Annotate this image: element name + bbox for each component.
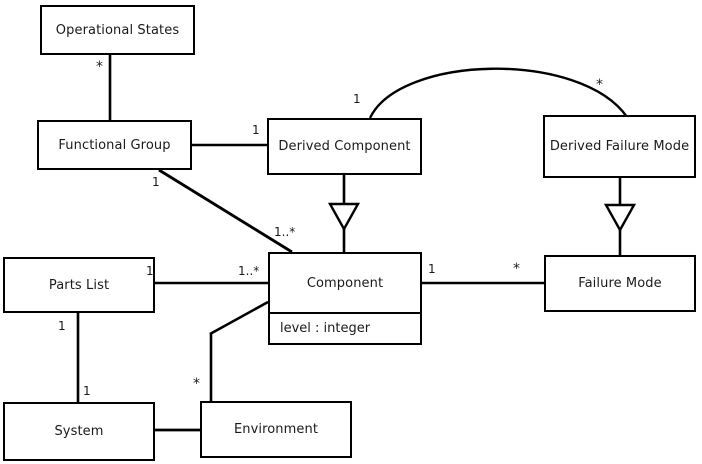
- multiplicity-failure-mode-component: *: [513, 261, 520, 277]
- edge-functional-group-component: [158, 168, 293, 254]
- class-attribute-component-level: level : integer: [270, 312, 420, 343]
- multiplicity-component-parts-list: 1..*: [238, 264, 260, 278]
- multiplicity-functional-group-derived-component: 1: [252, 123, 260, 137]
- class-name-functional-group: Functional Group: [58, 137, 171, 153]
- class-box-functional-group[interactable]: Functional Group: [37, 120, 192, 170]
- multiplicity-component-failure-mode: 1: [428, 262, 436, 276]
- multiplicity-functional-group-component: 1: [152, 175, 160, 189]
- class-name-operational-states: Operational States: [55, 22, 180, 38]
- class-box-component[interactable]: Component level : integer: [268, 252, 422, 345]
- multiplicity-derived-failure-mode-derived-component: *: [596, 77, 603, 93]
- class-box-derived-failure-mode[interactable]: Derived Failure Mode: [543, 115, 696, 178]
- class-box-operational-states[interactable]: Operational States: [40, 5, 195, 55]
- edge-derived-component-derived-failure-mode: [368, 67, 628, 119]
- class-box-parts-list[interactable]: Parts List: [3, 257, 155, 313]
- edge-component-environment-diagonal: [209, 300, 269, 336]
- class-box-system[interactable]: System: [3, 402, 155, 461]
- multiplicity-component-functional-group: 1..*: [274, 225, 296, 239]
- multiplicity-derived-component-derived-failure-mode: 1: [353, 92, 361, 106]
- class-name-failure-mode: Failure Mode: [578, 276, 662, 291]
- multiplicity-operational-states-functional-group: *: [96, 59, 103, 75]
- class-name-environment: Environment: [233, 422, 319, 437]
- class-name-derived-failure-mode: Derived Failure Mode: [549, 139, 690, 154]
- generalization-arrowhead-failure-mode: [603, 203, 637, 233]
- class-box-derived-component[interactable]: Derived Component: [267, 118, 422, 175]
- multiplicity-system-parts-list: 1: [83, 384, 91, 398]
- class-name-system: System: [54, 424, 104, 439]
- generalization-arrowhead-component: [327, 202, 361, 232]
- multiplicity-parts-list-system: 1: [58, 319, 66, 333]
- class-box-failure-mode[interactable]: Failure Mode: [544, 255, 696, 312]
- multiplicity-environment-component: *: [193, 376, 200, 392]
- class-name-derived-component: Derived Component: [278, 139, 411, 154]
- class-name-parts-list: Parts List: [48, 277, 110, 293]
- multiplicity-parts-list-component: 1: [146, 264, 154, 278]
- class-name-component: Component: [306, 275, 384, 291]
- class-box-environment[interactable]: Environment: [200, 401, 352, 458]
